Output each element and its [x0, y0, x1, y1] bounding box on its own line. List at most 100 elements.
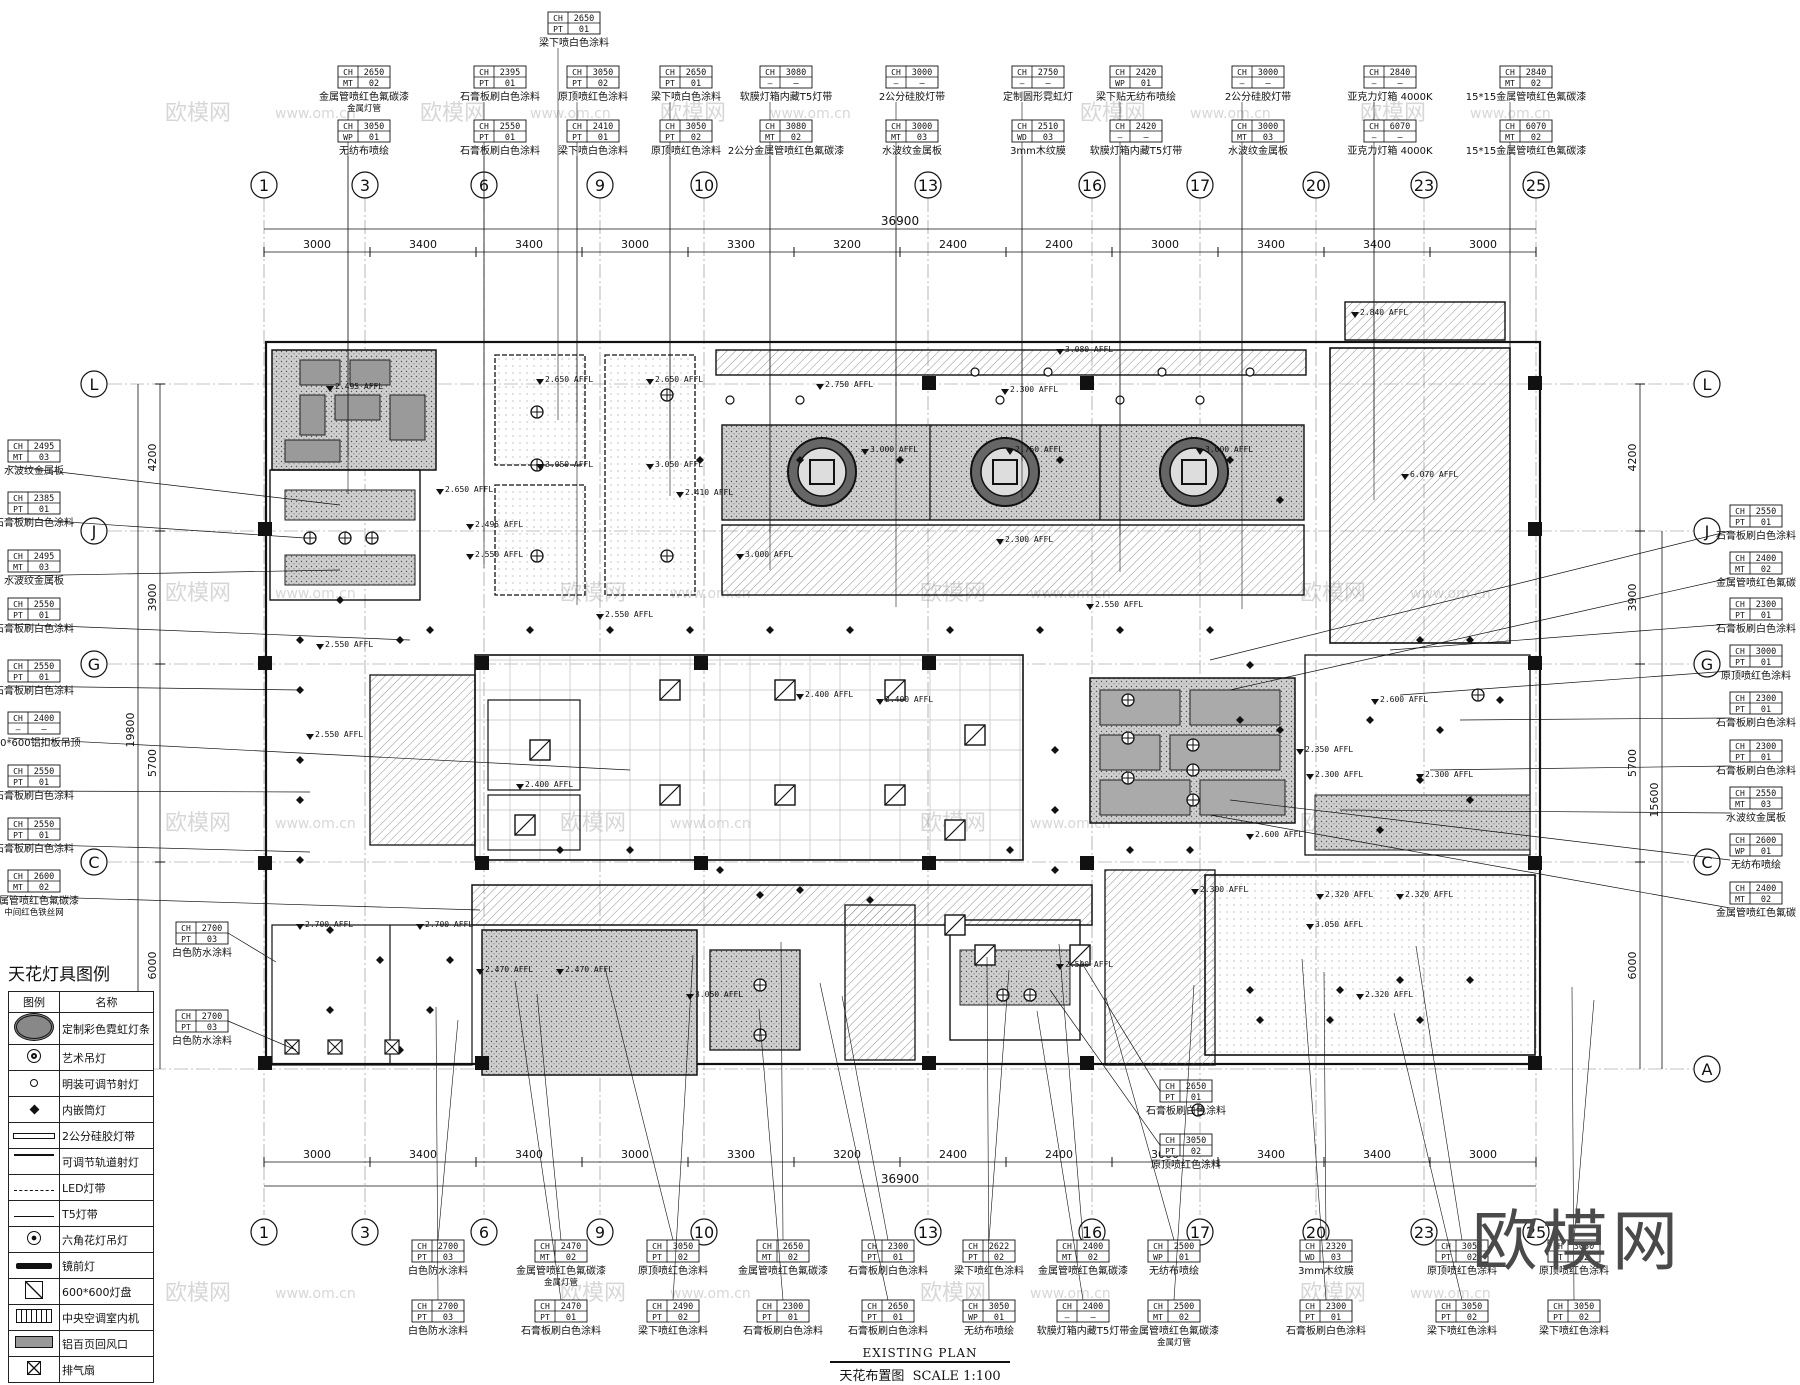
level-mark: 2.300 AFFL	[1010, 385, 1058, 394]
tag-height: 2300	[783, 1302, 803, 1312]
tag-num: –	[1143, 133, 1149, 143]
downlight-icon	[1396, 976, 1404, 984]
tag-sub: 中间红色铁丝网	[4, 907, 64, 918]
downlight-icon	[1246, 986, 1254, 994]
axis-bubble-3	[351, 171, 379, 199]
level-mark: 2.550 AFFL	[475, 550, 523, 559]
tag-leader	[672, 954, 694, 1301]
legend-item-name: 内嵌筒灯	[59, 1096, 154, 1123]
legend-row: 2公分硅胶灯带	[8, 1122, 154, 1149]
tag-height: 3000	[912, 68, 932, 78]
tag-height: 2840	[1390, 68, 1410, 78]
downlight-icon	[716, 866, 724, 874]
legend-row: 艺术吊灯	[8, 1044, 154, 1071]
tag-height: 3050	[1186, 1136, 1206, 1146]
drawing-title-cn-text: 天花布置图	[839, 1369, 905, 1384]
tag-leader	[435, 1006, 439, 1301]
tag-code: –	[1020, 79, 1025, 88]
tag-num: 02	[1531, 79, 1541, 89]
level-mark: 2.300 AFFL	[1425, 770, 1473, 779]
tag-code: MT	[13, 453, 23, 462]
tag-code: PT	[652, 1313, 662, 1322]
tag-desc: 15*15金属管喷红色氟碳漆	[1466, 90, 1586, 103]
downlight-icon	[626, 846, 634, 854]
tag-leader	[819, 982, 889, 1301]
tag-ch-label: CH	[1305, 1242, 1315, 1251]
downlight-icon	[1276, 726, 1284, 734]
downlight-icon	[326, 926, 334, 934]
level-mark: 2.650 AFFL	[655, 375, 703, 384]
tag-desc: 白色防水涂料	[172, 946, 232, 959]
tag-height: 2495	[34, 442, 54, 452]
tag-height: 3050	[989, 1302, 1009, 1312]
legend-row: 内嵌筒灯	[8, 1096, 154, 1123]
tag-sub: 金属灯管	[347, 103, 381, 114]
tag-code: PT	[417, 1313, 427, 1322]
legend-col-name: 名称	[59, 991, 154, 1013]
level-arrow	[1371, 699, 1379, 705]
bottom-total-dim: 36900	[881, 1172, 919, 1186]
level-mark: 2.550 AFFL	[1095, 600, 1143, 609]
tag-code: PT	[968, 1253, 978, 1262]
tag-leader	[780, 941, 784, 1241]
tag-num: 01	[39, 505, 49, 515]
exhaust-fan-icon	[284, 1039, 300, 1055]
tag-ch-label: CH	[665, 68, 675, 77]
level-mark: 2.400 AFFL	[525, 780, 573, 789]
downlight-icon	[756, 891, 764, 899]
tag-num: 02	[678, 1313, 688, 1323]
tag-leader	[1036, 1010, 1084, 1301]
tag-num: 01	[1179, 1253, 1189, 1263]
tag-num: 02	[1191, 1147, 1201, 1157]
tag-ch-label: CH	[1369, 68, 1379, 77]
legend-item-name: 600*600灯盘	[59, 1278, 154, 1305]
tag-height: 2650	[686, 68, 706, 78]
level-arrow	[861, 449, 869, 455]
downlight-icon	[1496, 696, 1504, 704]
tag-code: –	[1372, 79, 1377, 88]
tag-leader	[7, 843, 311, 853]
legend-row: 中央空调室内机	[8, 1304, 154, 1331]
level-mark: 2.500 AFFL	[1065, 960, 1113, 969]
tag-height: 2495	[34, 552, 54, 562]
tag-code: MT	[1735, 895, 1745, 904]
downlight-icon	[1226, 456, 1234, 464]
level-arrow	[296, 924, 304, 930]
panel-light-icon	[944, 914, 966, 936]
spot-light-icon	[725, 395, 735, 405]
tag-code: –	[1118, 133, 1123, 142]
tag-code: PT	[13, 673, 23, 682]
axis-label-17: 17	[1190, 1223, 1210, 1242]
legend-row: 明装可调节射灯	[8, 1070, 154, 1097]
level-mark: 2.320 AFFL	[1405, 890, 1453, 899]
axis-label-A: A	[1702, 1060, 1713, 1079]
tag-desc: 石膏板刷白色涂料	[848, 1264, 928, 1277]
downlight-icon	[1416, 1016, 1424, 1024]
tag-code: MT	[13, 563, 23, 572]
level-mark: 2.700 AFFL	[305, 920, 353, 929]
level-mark: 2.400 AFFL	[885, 695, 933, 704]
bottom-dim-value: 3400	[1363, 1148, 1391, 1161]
tag-ch-label: CH	[1153, 1302, 1163, 1311]
tag-num: –	[919, 79, 925, 89]
tag-num: 02	[566, 1253, 576, 1263]
tag-desc: 梁下喷白色涂料	[651, 90, 721, 103]
tag-ch-label: CH	[1505, 68, 1515, 77]
tag-desc: 水波纹金属板	[1726, 811, 1786, 824]
bottom-dim-value: 3000	[303, 1148, 331, 1161]
axis-label-C: C	[88, 853, 99, 872]
tag-num: 02	[678, 1253, 688, 1263]
top-dim-value: 3400	[1257, 238, 1285, 251]
hex-pendant-icon	[27, 1231, 41, 1245]
tag-desc: 亚克力灯箱 4000K	[1347, 90, 1433, 103]
tag-num: 01	[505, 79, 515, 89]
tag-ch-label: CH	[891, 68, 901, 77]
tag-num: 03	[443, 1313, 453, 1323]
